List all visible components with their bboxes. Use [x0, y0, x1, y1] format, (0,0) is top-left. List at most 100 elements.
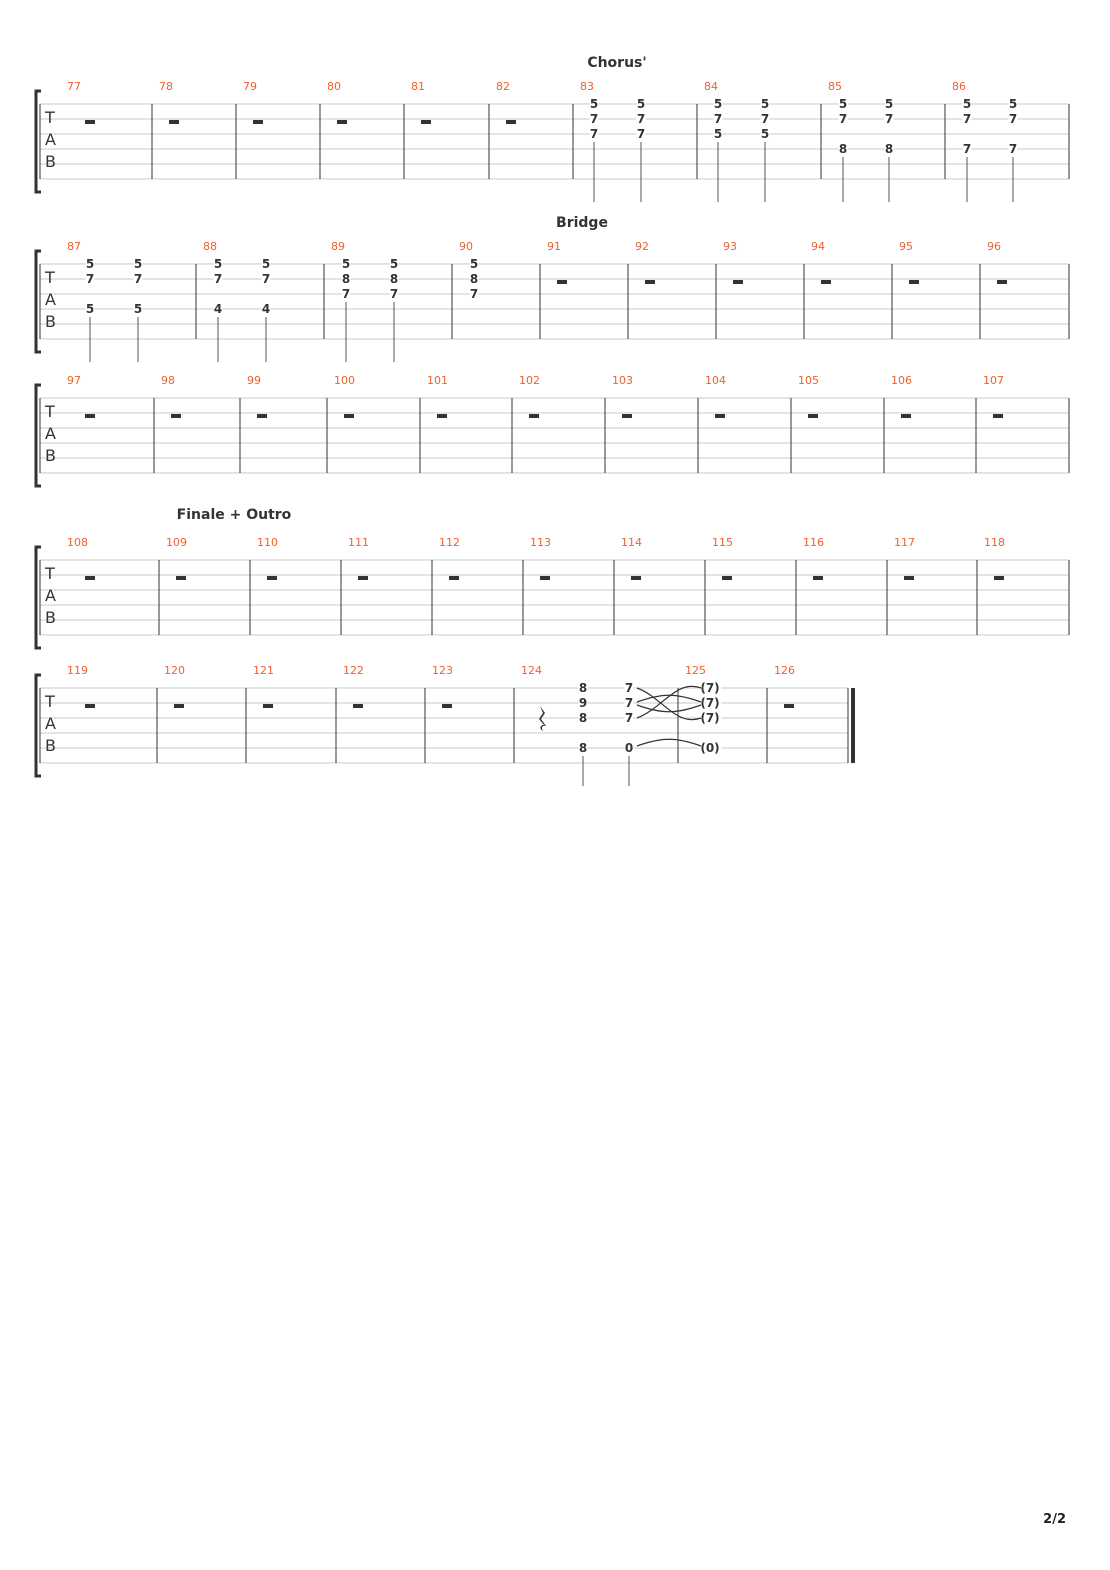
fret-bg — [213, 303, 223, 315]
fret-number: 5 — [590, 97, 598, 111]
measure-number: 104 — [705, 374, 726, 387]
fret-bg — [698, 682, 722, 694]
measure-number: 95 — [899, 240, 913, 253]
measure-number: 89 — [331, 240, 345, 253]
measure-number: 97 — [67, 374, 81, 387]
fret-number: 5 — [714, 127, 722, 141]
measure-number: 80 — [327, 80, 341, 93]
fret-number: 5 — [134, 257, 142, 271]
fret-bg — [713, 113, 723, 125]
whole-rest — [171, 414, 181, 418]
measure-number: 106 — [891, 374, 912, 387]
fret-number: 4 — [262, 302, 270, 316]
whole-rest — [993, 414, 1003, 418]
fret-bg — [624, 742, 634, 754]
fret-number: (7) — [700, 696, 719, 710]
whole-rest — [337, 120, 347, 124]
fret-bg — [261, 303, 271, 315]
whole-rest — [821, 280, 831, 284]
quarter-rest — [539, 706, 546, 731]
measure-number: 99 — [247, 374, 261, 387]
fret-number: (7) — [700, 681, 719, 695]
fret-bg — [760, 113, 770, 125]
measure-number: 88 — [203, 240, 217, 253]
fret-bg — [578, 742, 588, 754]
fret-number: 5 — [885, 97, 893, 111]
fret-number: 7 — [885, 112, 893, 126]
measure-number: 94 — [811, 240, 825, 253]
fret-bg — [589, 98, 599, 110]
whole-rest — [808, 414, 818, 418]
whole-rest — [85, 120, 95, 124]
tie — [636, 738, 702, 747]
fret-number: 7 — [637, 127, 645, 141]
measure-number: 103 — [612, 374, 633, 387]
system-bracket — [34, 89, 41, 194]
tab-clef-letter: T — [44, 692, 55, 711]
whole-rest — [645, 280, 655, 284]
measure-number: 77 — [67, 80, 81, 93]
fret-bg — [341, 273, 351, 285]
measure-number: 123 — [432, 664, 453, 677]
whole-rest — [257, 414, 267, 418]
measure-number: 90 — [459, 240, 473, 253]
fret-number: 7 — [963, 112, 971, 126]
whole-rest — [997, 280, 1007, 284]
section-label: Chorus' — [587, 55, 646, 71]
fret-bg — [133, 273, 143, 285]
fret-bg — [698, 712, 722, 724]
fret-number: 7 — [214, 272, 222, 286]
fret-number: 5 — [262, 257, 270, 271]
fret-bg — [469, 273, 479, 285]
fret-number: 8 — [579, 681, 587, 695]
fret-number: 9 — [579, 696, 587, 710]
whole-rest — [622, 414, 632, 418]
fret-bg — [213, 258, 223, 270]
section-label: Finale + Outro — [177, 507, 292, 523]
section-label: Bridge — [556, 215, 608, 231]
fret-number: 5 — [214, 257, 222, 271]
whole-rest — [904, 576, 914, 580]
measure-number: 116 — [803, 536, 824, 549]
tab-clef-letter: T — [44, 564, 55, 583]
fret-bg — [884, 98, 894, 110]
fret-number: 7 — [1009, 112, 1017, 126]
whole-rest — [529, 414, 539, 418]
measure-number: 101 — [427, 374, 448, 387]
measure-number: 96 — [987, 240, 1001, 253]
fret-number: 7 — [1009, 142, 1017, 156]
fret-number: 5 — [637, 97, 645, 111]
fret-number: 0 — [625, 741, 633, 755]
tie — [636, 685, 702, 719]
measure-number: 92 — [635, 240, 649, 253]
system-bracket — [34, 383, 41, 488]
fret-number: 8 — [885, 142, 893, 156]
whole-rest — [722, 576, 732, 580]
measure-number: 125 — [685, 664, 706, 677]
fret-number: 7 — [342, 287, 350, 301]
measure-number: 126 — [774, 664, 795, 677]
fret-number: 5 — [470, 257, 478, 271]
measure-number: 83 — [580, 80, 594, 93]
fret-number: 5 — [963, 97, 971, 111]
tie — [636, 687, 702, 721]
measure-number: 82 — [496, 80, 510, 93]
measure-number: 118 — [984, 536, 1005, 549]
fret-number: 8 — [470, 272, 478, 286]
whole-rest — [909, 280, 919, 284]
measure-number: 120 — [164, 664, 185, 677]
fret-number: 7 — [590, 127, 598, 141]
fret-bg — [578, 712, 588, 724]
fret-bg — [469, 288, 479, 300]
fret-bg — [85, 258, 95, 270]
fret-number: 5 — [134, 302, 142, 316]
measure-number: 86 — [952, 80, 966, 93]
fret-number: 8 — [579, 711, 587, 725]
measure-number: 119 — [67, 664, 88, 677]
measure-number: 87 — [67, 240, 81, 253]
fret-bg — [884, 113, 894, 125]
fret-bg — [1008, 98, 1018, 110]
fret-number: 7 — [761, 112, 769, 126]
measure-number: 108 — [67, 536, 88, 549]
